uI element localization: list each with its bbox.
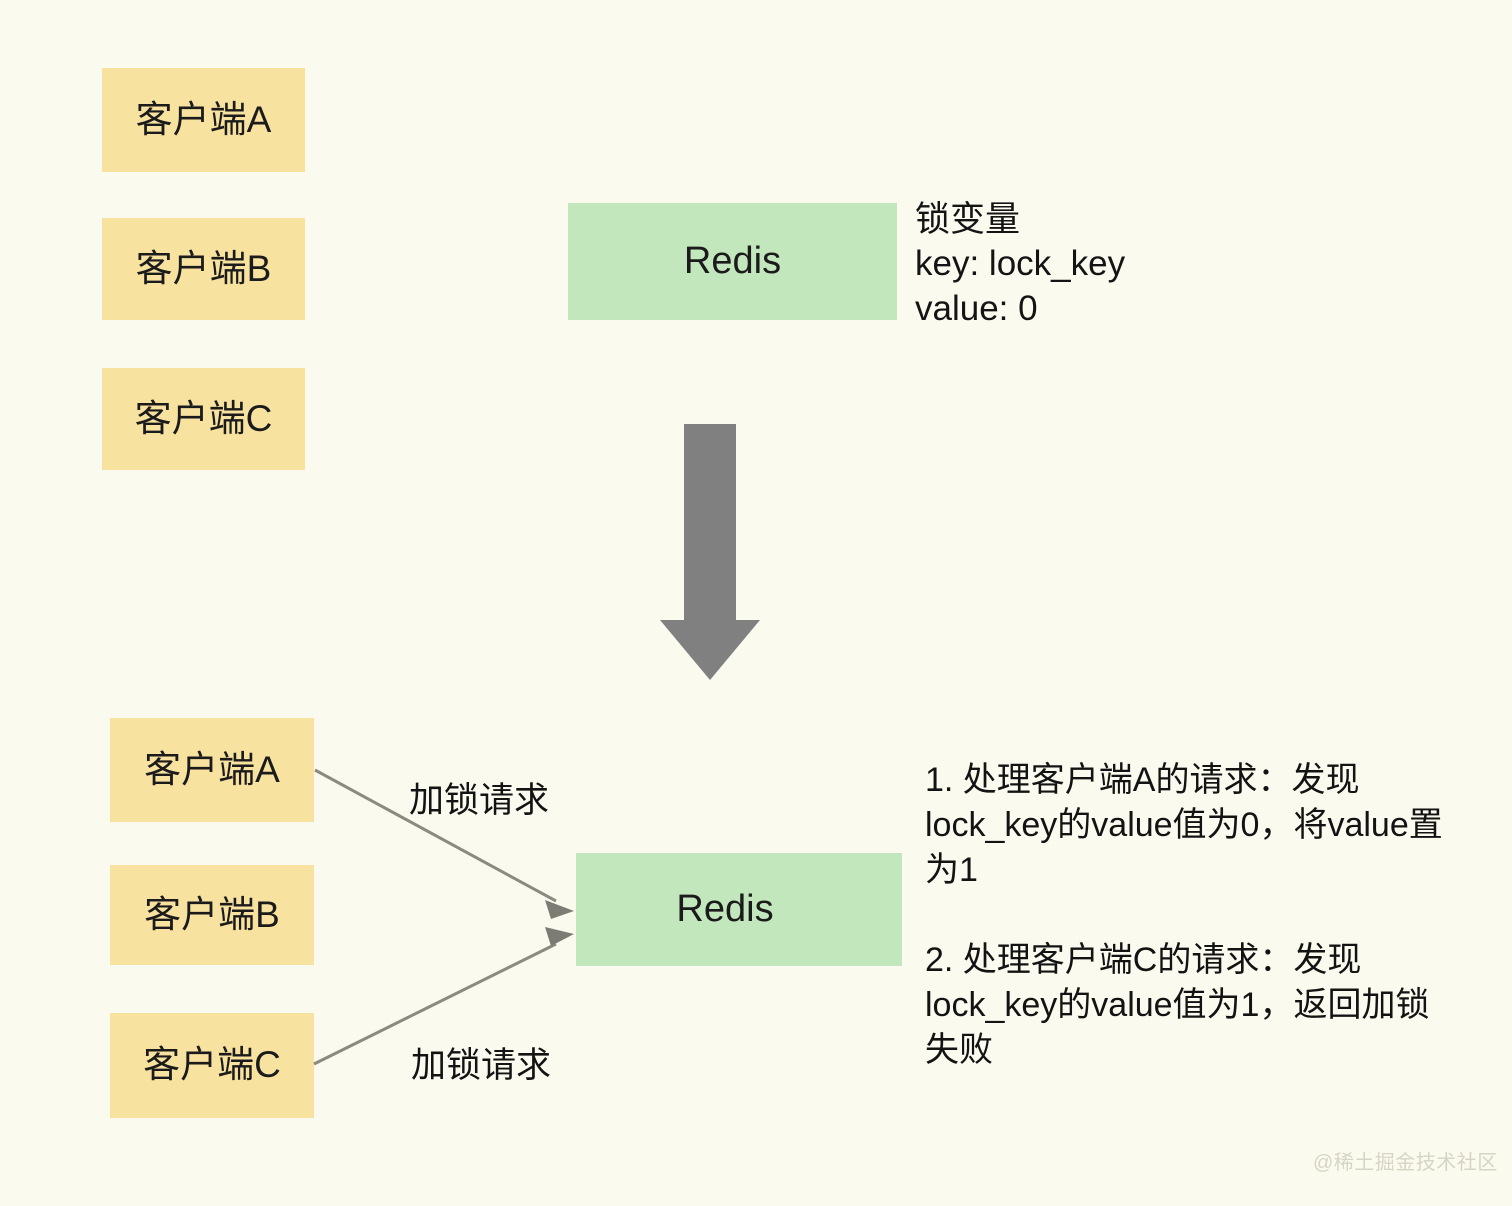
client-c-box-top: 客户端C [102,368,305,470]
step-note-client-c: 2. 处理客户端C的请求：发现lock_key的value值为1，返回加锁失败 [925,941,1430,1070]
client-c-label-top: 客户端C [134,397,273,439]
lock-request-label-client-a: 加锁请求 [409,781,550,820]
redis-box-bottom: Redis [576,853,902,966]
client-a-box-top: 客户端A [102,68,305,172]
step-note-client-a: 1. 处理客户端A的请求：发现lock_key的value值为0，将value置… [925,761,1443,890]
lock-variable-value: value: 0 [915,288,1038,328]
lock-variable-key: key: lock_key [915,244,1126,284]
client-a-label-bottom: 客户端A [144,748,280,790]
client-b-box-bottom: 客户端B [110,865,314,965]
redis-label-top: Redis [683,239,782,282]
client-b-box-top: 客户端B [102,218,305,320]
lock-variable-title: 锁变量 [915,200,1021,239]
client-c-box-bottom: 客户端C [110,1013,314,1118]
client-a-box-bottom: 客户端A [110,718,314,822]
client-c-label-bottom: 客户端C [143,1044,281,1086]
redis-label-bottom: Redis [676,887,774,930]
redis-box-top: Redis [568,203,897,320]
client-b-label-bottom: 客户端B [144,893,280,935]
lock-request-label-client-c: 加锁请求 [411,1046,552,1085]
downward-flow-arrow-icon [660,424,760,680]
watermark: @稀土掘金技术社区 [1313,1152,1498,1174]
client-a-label-top: 客户端A [135,98,272,140]
client-b-label-top: 客户端B [135,247,272,289]
lock-variable-annotation: 锁变量 key: lock_key value: 0 [915,198,1125,331]
